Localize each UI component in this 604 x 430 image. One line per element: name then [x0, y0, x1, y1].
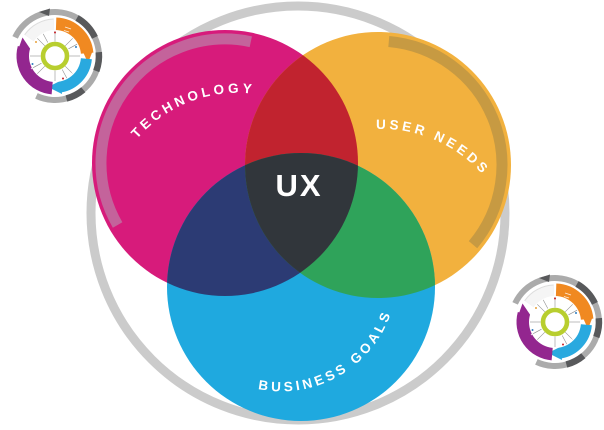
technology-highlight-arc: [95, 33, 252, 228]
ux-center-label: UX: [275, 168, 322, 203]
process-wheel-badge-bottom-right: [505, 272, 604, 372]
process-wheel-badge-top-left: [5, 6, 105, 106]
user-needs-highlight-arc: [388, 36, 508, 249]
